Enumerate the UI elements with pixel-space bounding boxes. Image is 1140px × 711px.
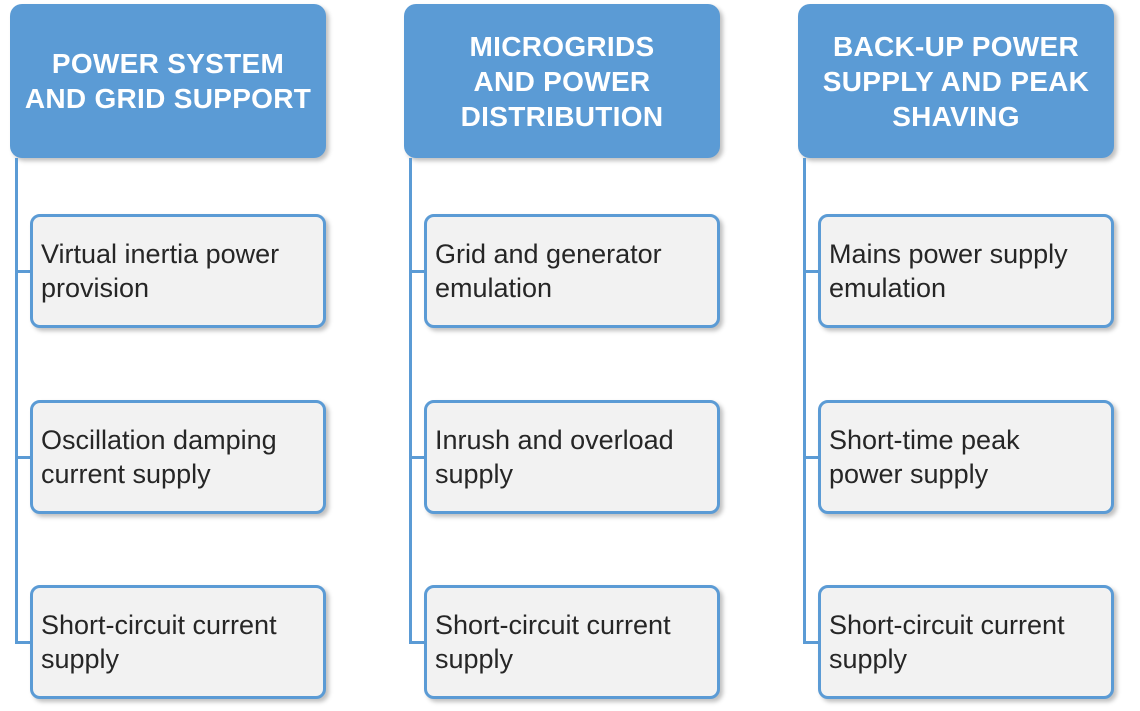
connector-branch: [15, 641, 31, 644]
item-label: Short-circuit current supply: [829, 610, 1065, 674]
column-title: POWER SYSTEM AND GRID SUPPORT: [24, 48, 312, 114]
item-label: Short-circuit current supply: [435, 610, 671, 674]
column-title: MICROGRIDS AND POWER DISTRIBUTION: [460, 30, 664, 132]
connector-branch: [15, 270, 31, 273]
item-box: Oscillation damping current supply: [30, 400, 326, 514]
item-label: Oscillation damping current supply: [41, 425, 277, 489]
item-label: Mains power supply emulation: [829, 239, 1068, 303]
connector-line: [803, 158, 806, 643]
connector-branch: [409, 270, 425, 273]
item-box: Virtual inertia power provision: [30, 214, 326, 328]
connector-branch: [15, 456, 31, 459]
item-label: Short-time peak power supply: [829, 425, 1020, 489]
connector-branch: [803, 270, 819, 273]
connector-line: [409, 158, 412, 643]
connector-line: [15, 158, 18, 643]
item-box: Grid and generator emulation: [424, 214, 720, 328]
item-box: Short-time peak power supply: [818, 400, 1114, 514]
item-box: Short-circuit current supply: [818, 585, 1114, 699]
item-label: Virtual inertia power provision: [41, 239, 280, 303]
connector-branch: [803, 456, 819, 459]
connector-branch: [409, 641, 425, 644]
column-header: POWER SYSTEM AND GRID SUPPORT: [10, 4, 326, 158]
item-box: Short-circuit current supply: [30, 585, 326, 699]
column-title: BACK-UP POWER SUPPLY AND PEAK SHAVING: [822, 30, 1090, 132]
connector-branch: [409, 456, 425, 459]
item-label: Short-circuit current supply: [41, 610, 277, 674]
column-microgrids: MICROGRIDS AND POWER DISTRIBUTION Grid a…: [404, 0, 722, 711]
item-box: Mains power supply emulation: [818, 214, 1114, 328]
column-backup-power: BACK-UP POWER SUPPLY AND PEAK SHAVING Ma…: [798, 0, 1116, 711]
column-header: BACK-UP POWER SUPPLY AND PEAK SHAVING: [798, 4, 1114, 158]
connector-branch: [803, 641, 819, 644]
item-label: Inrush and overload supply: [435, 425, 674, 489]
column-power-system: POWER SYSTEM AND GRID SUPPORT Virtual in…: [10, 0, 328, 711]
item-label: Grid and generator emulation: [435, 239, 662, 303]
item-box: Short-circuit current supply: [424, 585, 720, 699]
column-header: MICROGRIDS AND POWER DISTRIBUTION: [404, 4, 720, 158]
item-box: Inrush and overload supply: [424, 400, 720, 514]
